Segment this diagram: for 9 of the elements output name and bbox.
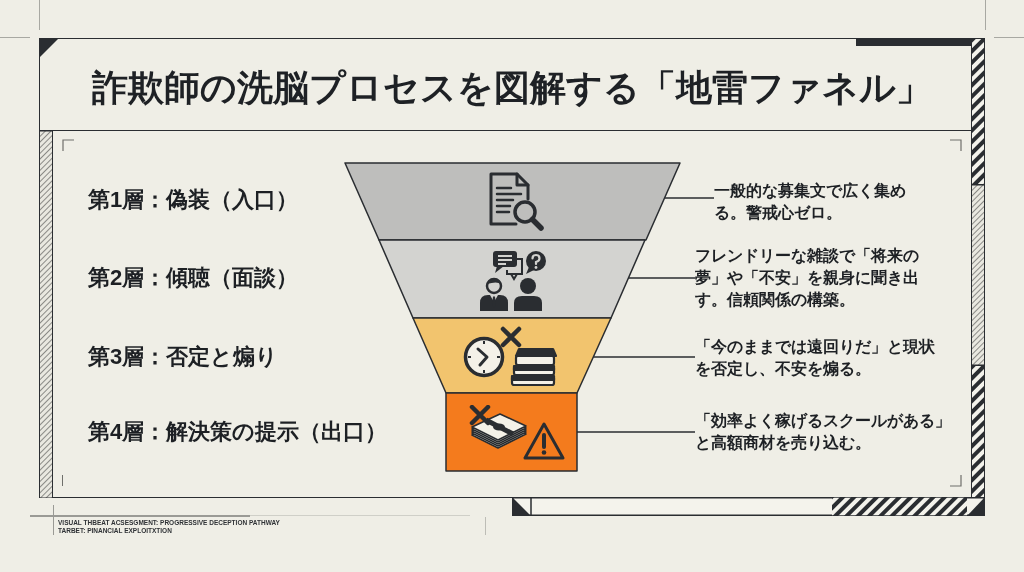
description-text: 一般的な募集文で広く集める。警戒心ゼロ。 xyxy=(714,181,907,223)
description-text: 「今のままでは遠回りだ」と現状を否定し、不安を煽る。 xyxy=(695,337,936,379)
layer-label: 第3層：否定と煽り xyxy=(88,343,279,371)
description-text: 「効率よく稼げるスクールがある」と高額商材を売り込む。 xyxy=(695,411,952,453)
layer-label: 第2層：傾聴（面談） xyxy=(88,264,299,292)
description-text: フレンドリーな雑談で「将来の夢」や「不安」を親身に聞き出す。信頼関係の構築。 xyxy=(695,246,920,310)
layer-label: 第4層：解決策の提示（出口） xyxy=(88,418,388,446)
title: 詐欺師の洗脳プロセスを図解する「地雷ファネル」 xyxy=(92,65,932,110)
layer-label: 第1層：偽装（入口） xyxy=(88,186,299,214)
